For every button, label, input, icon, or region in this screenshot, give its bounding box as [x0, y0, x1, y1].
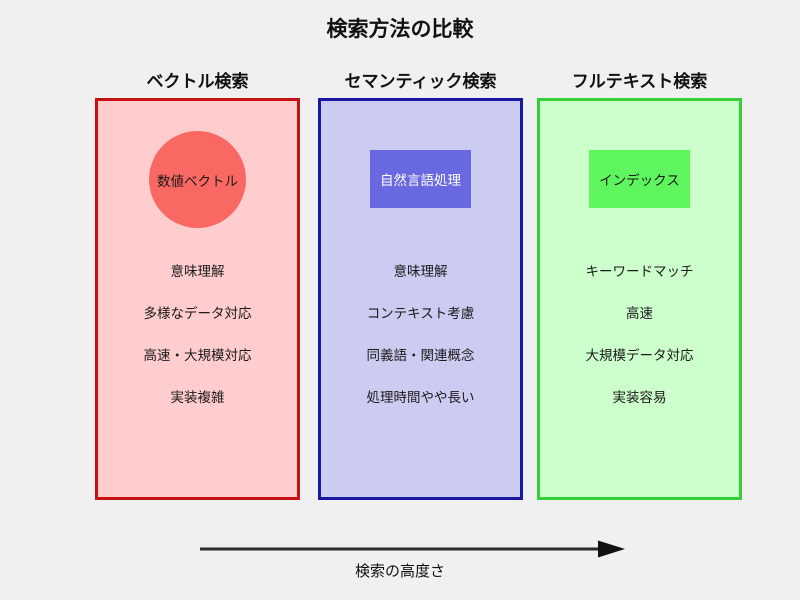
- vector-feature-list: 意味理解 多様なデータ対応 高速・大規模対応 実装複雑: [98, 249, 297, 417]
- feature-item: 処理時間やや長い: [366, 390, 475, 406]
- feature-item: 高速・大規模対応: [143, 348, 252, 364]
- feature-item: 実装容易: [612, 390, 667, 406]
- feature-item: キーワードマッチ: [585, 264, 694, 280]
- feature-item: 高速: [626, 306, 653, 322]
- feature-item: コンテキスト考慮: [366, 306, 475, 322]
- column-header-fulltext-search: フルテキスト検索: [571, 72, 708, 92]
- semantic-feature-list: 意味理解 コンテキスト考慮 同義語・関連概念 処理時間やや長い: [321, 249, 520, 417]
- page-title: 検索方法の比較: [326, 17, 474, 41]
- feature-item: 大規模データ対応: [585, 348, 694, 364]
- nlp-rect-shape: 自然言語処理: [370, 150, 471, 208]
- column-vector-search: 数値ベクトル 意味理解 多様なデータ対応 高速・大規模対応 実装複雑: [95, 98, 300, 500]
- column-semantic-search: 自然言語処理 意味理解 コンテキスト考慮 同義語・関連概念 処理時間やや長い: [318, 98, 523, 500]
- vector-circle-label: 数値ベクトル: [157, 173, 238, 190]
- index-rect-label: インデックス: [599, 173, 680, 189]
- feature-item: 同義語・関連概念: [366, 348, 475, 364]
- axis-label: 検索の高度さ: [354, 562, 445, 580]
- fulltext-feature-list: キーワードマッチ 高速 大規模データ対応 実装容易: [540, 249, 739, 417]
- column-header-vector-search: ベクトル検索: [146, 72, 249, 92]
- feature-item: 意味理解: [393, 264, 448, 280]
- feature-item: 多様なデータ対応: [143, 306, 252, 322]
- index-rect-shape: インデックス: [589, 150, 690, 208]
- column-fulltext-search: インデックス キーワードマッチ 高速 大規模データ対応 実装容易: [537, 98, 742, 500]
- feature-item: 意味理解: [170, 264, 225, 280]
- vector-circle-shape: 数値ベクトル: [149, 131, 246, 228]
- feature-item: 実装複雑: [170, 390, 225, 406]
- column-header-semantic-search: セマンティック検索: [344, 72, 497, 92]
- nlp-rect-label: 自然言語処理: [380, 173, 461, 189]
- right-arrow-icon: [200, 540, 625, 558]
